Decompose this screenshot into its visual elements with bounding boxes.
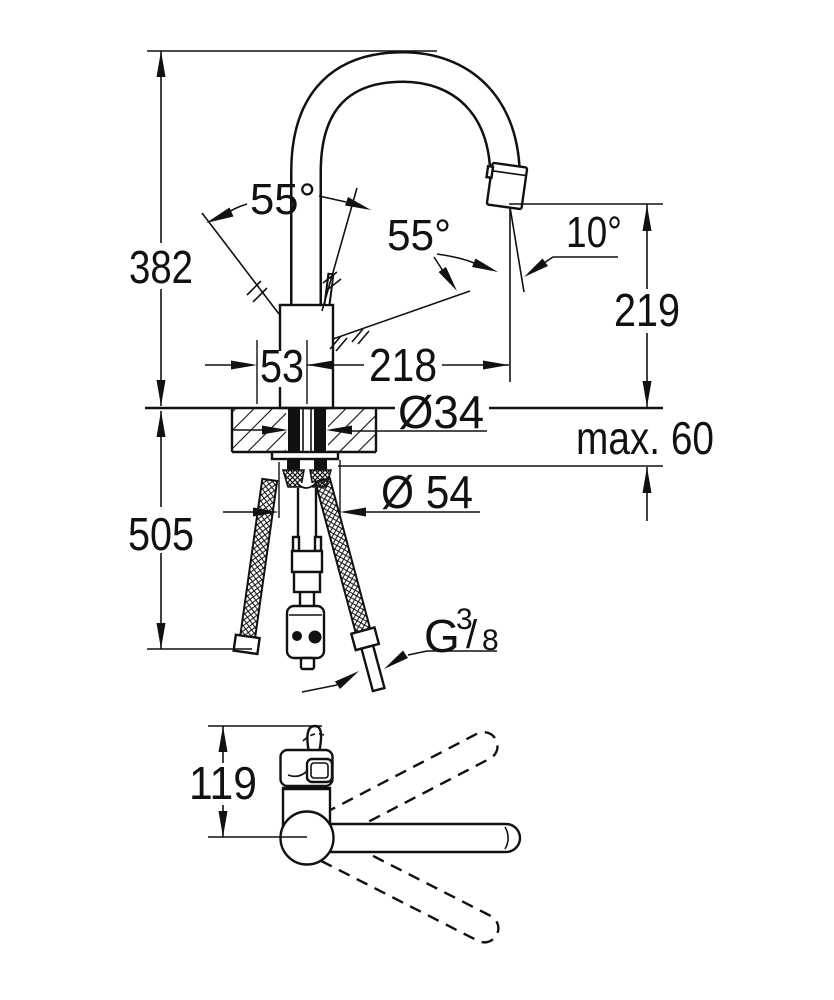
dim-505: 505 bbox=[128, 411, 252, 650]
dim-max60-label: max. 60 bbox=[576, 412, 714, 464]
supply-hose-right bbox=[314, 476, 386, 693]
thread-numerator-label: 3 bbox=[456, 603, 473, 636]
dim-53-218: 53 218 bbox=[205, 339, 509, 404]
pullout-hose-and-weight bbox=[285, 488, 326, 671]
dim-55-side-label: 55° bbox=[387, 211, 451, 260]
dim-10-label: 10° bbox=[566, 208, 622, 257]
top-view bbox=[279, 724, 522, 944]
pullout-spray-head bbox=[485, 161, 529, 211]
thread-g-label: G bbox=[424, 610, 460, 662]
dim-55-label: 55° bbox=[250, 175, 316, 224]
dim-382-label: 382 bbox=[129, 241, 193, 293]
dim-base-diameter: Ø 54 bbox=[223, 466, 480, 518]
dim-max60: max. 60 bbox=[338, 412, 714, 521]
dim-382: 382 bbox=[129, 50, 437, 406]
spout-hub-top-view bbox=[279, 810, 335, 866]
dim-55-handle: 55° bbox=[206, 175, 371, 224]
dim-219: 219 bbox=[509, 203, 680, 407]
thread-end-g38 bbox=[360, 644, 386, 693]
dim-219-label: 219 bbox=[614, 284, 680, 336]
supply-hose-left bbox=[232, 477, 279, 656]
spray-direction-lines bbox=[509, 206, 525, 382]
dim-53-label: 53 bbox=[260, 340, 304, 392]
spout-gooseneck bbox=[290, 50, 522, 306]
dim-hole-diameter: Ø34 bbox=[233, 386, 489, 438]
thread-slash-label: / bbox=[466, 613, 478, 657]
dim-218-label: 218 bbox=[369, 339, 437, 391]
dim-505-label: 505 bbox=[128, 508, 194, 560]
dim-10: 10° bbox=[524, 208, 622, 277]
thread-denominator-label: 8 bbox=[482, 624, 499, 657]
dim-o54-label: Ø 54 bbox=[381, 466, 473, 518]
threaded-shank-left bbox=[288, 408, 300, 452]
dim-119: 119 bbox=[189, 725, 322, 838]
dim-thread-g38: G 3 / 8 bbox=[301, 603, 499, 693]
handle-swing-lines bbox=[201, 187, 471, 352]
threaded-shank-right bbox=[314, 408, 326, 452]
dim-55-side: 55° bbox=[387, 211, 498, 291]
dim-119-label: 119 bbox=[189, 757, 257, 809]
dim-o34-label: Ø34 bbox=[398, 386, 484, 438]
